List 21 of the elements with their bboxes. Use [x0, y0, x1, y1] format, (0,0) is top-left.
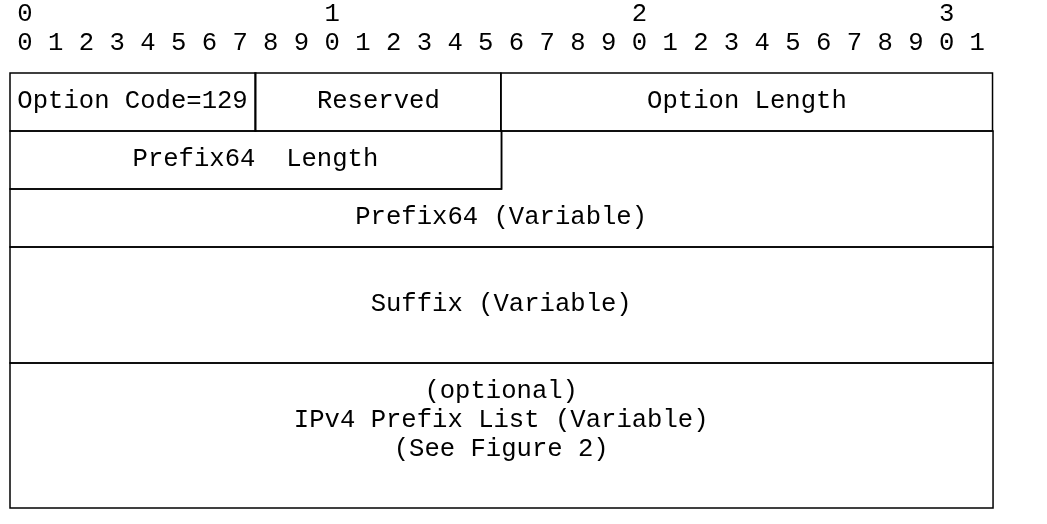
field-box [9, 246, 993, 363]
bit-number: 3 [938, 0, 955, 29]
bit-number: 0 [17, 0, 33, 29]
bit-number: 0 1 2 3 4 5 6 7 8 9 0 1 2 3 4 5 6 7 8 9 0 1 2 3 4 5 6 7 8 9 0 1 [17, 29, 985, 58]
field-label: Prefix64 (Variable) [355, 203, 648, 232]
field-box [9, 130, 993, 247]
field-box [9, 72, 256, 131]
field-box [501, 72, 993, 131]
field-label: (optional) [424, 377, 578, 406]
bit-number: 2 [631, 0, 648, 29]
field-label: Option Code=129 [17, 87, 248, 116]
field-box [9, 362, 993, 508]
field-label: Suffix (Variable) [370, 290, 632, 319]
field-label: IPv4 Prefix List (Variable) [293, 406, 709, 435]
field-label: Reserved [316, 87, 440, 116]
field-label: Prefix64 Length [132, 145, 379, 174]
bit-number: 1 [324, 0, 340, 29]
field-box [255, 72, 502, 131]
field-label: (See Figure 2) [393, 435, 609, 464]
field-box [9, 130, 502, 189]
field-label: Option Length [647, 87, 847, 116]
